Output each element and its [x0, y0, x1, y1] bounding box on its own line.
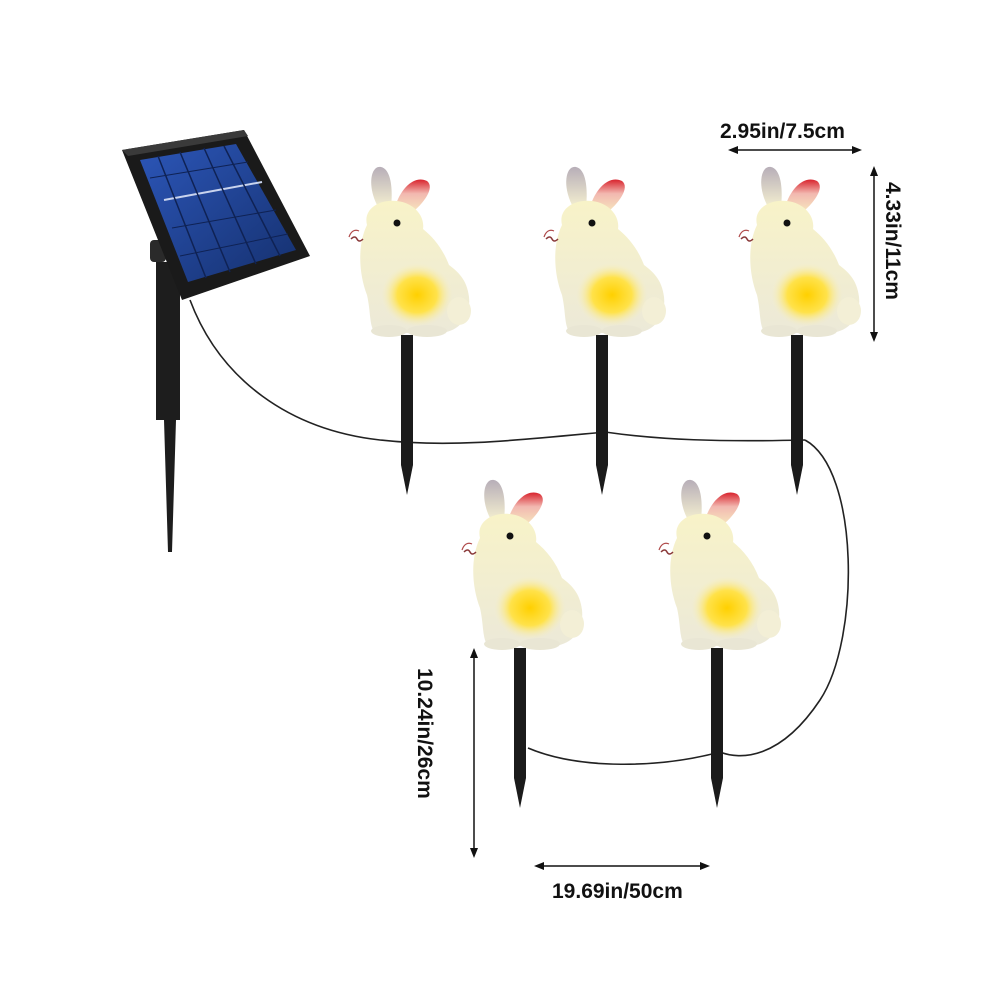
wire-bottom: [527, 747, 721, 766]
wire-panel-to-lights: [189, 299, 806, 445]
rabbit-light-3: [738, 166, 862, 496]
dimension-height: 4.33in/11cm: [870, 166, 904, 342]
dimension-spacing: 19.69in/50cm: [534, 862, 710, 903]
rabbit-light-1: [348, 166, 472, 496]
wire-loop-right: [719, 439, 850, 757]
width-label: 2.95in/7.5cm: [720, 120, 845, 143]
solar-panel: [122, 130, 310, 552]
dimension-width: 2.95in/7.5cm: [720, 120, 862, 154]
rabbit-light-2: [543, 166, 667, 496]
rabbit-light-5: [658, 479, 782, 809]
spacing-label: 19.69in/50cm: [552, 880, 683, 903]
dimension-stake-height: 10.24in/26cm: [413, 648, 478, 858]
stake-height-label: 10.24in/26cm: [413, 668, 436, 799]
height-label: 4.33in/11cm: [881, 182, 904, 300]
